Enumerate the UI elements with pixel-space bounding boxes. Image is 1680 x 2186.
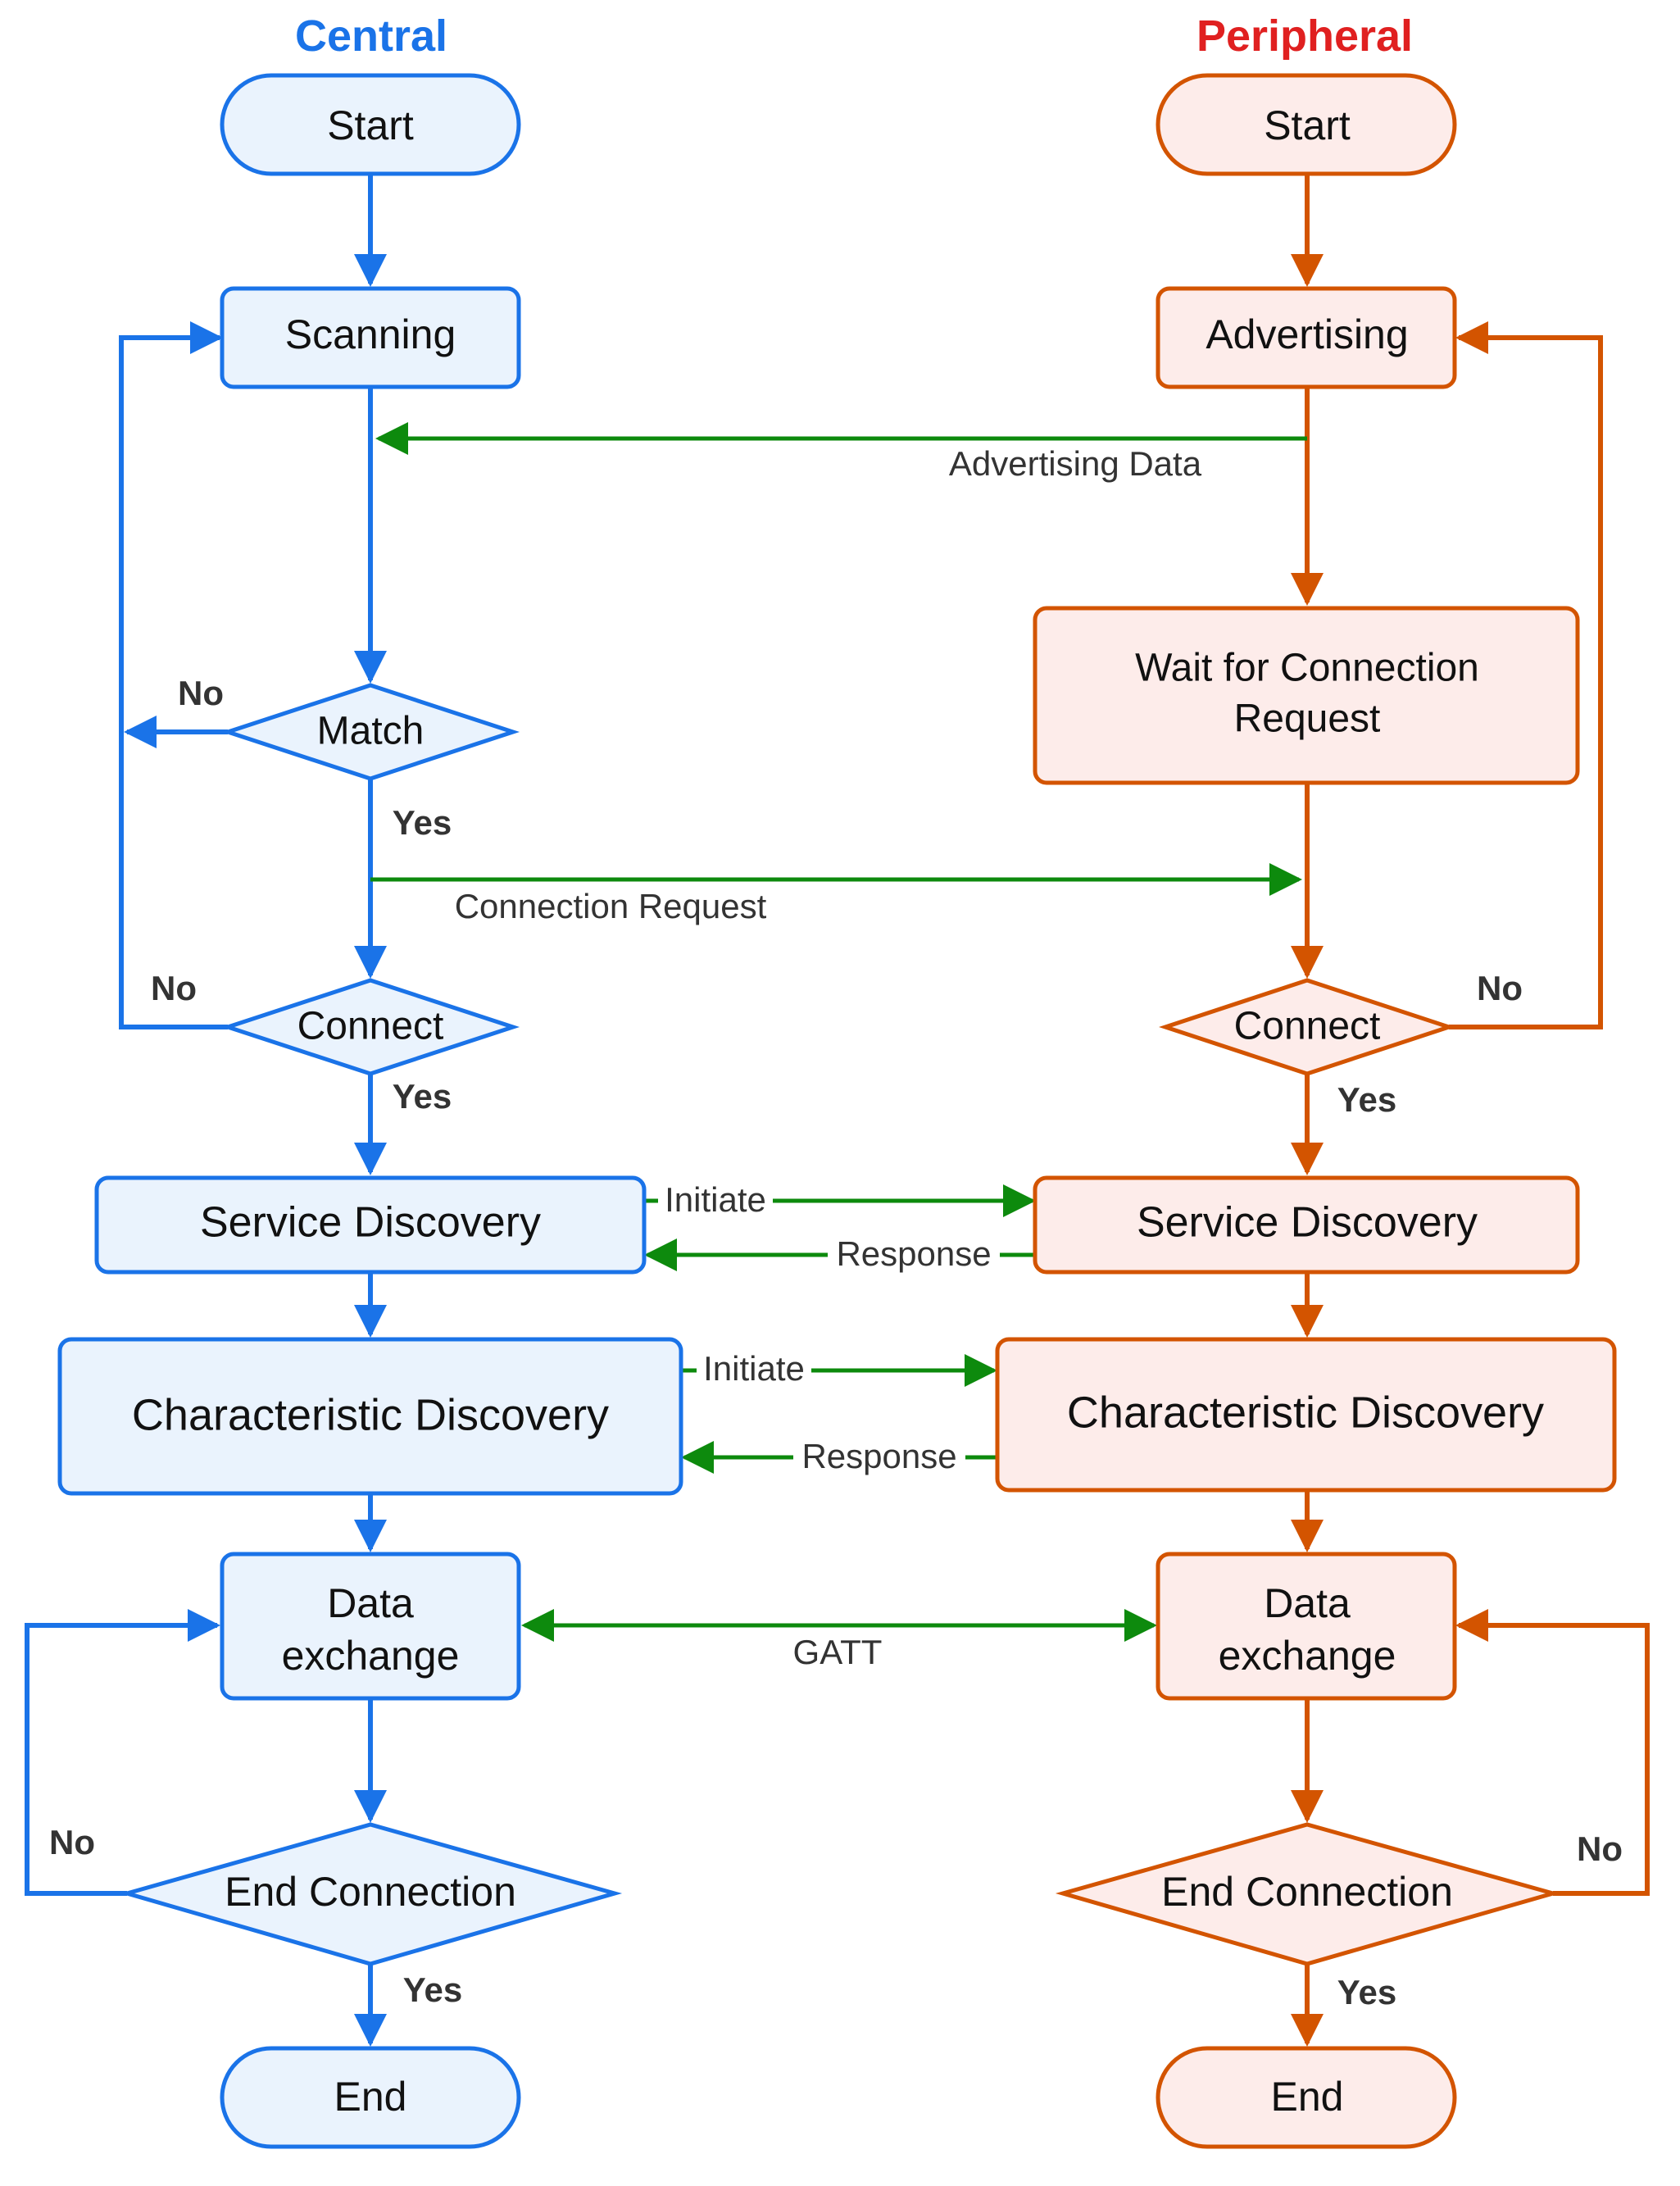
central-connect-decision: Connect: [220, 978, 520, 1076]
peripheral-wait-line1: Wait for Connection: [1135, 647, 1479, 690]
label-bg-service-initiate: [658, 1182, 773, 1218]
label-bg-service-response: [828, 1236, 1000, 1272]
peripheral-advertising-label: Advertising: [1206, 311, 1408, 357]
peripheral-start: Start: [1156, 73, 1457, 176]
central-end-connection-label: End Connection: [225, 1869, 516, 1915]
central-end-connection-decision: End Connection: [119, 1822, 623, 1966]
edge-peripheral-connect-no: [1449, 321, 1603, 1029]
message-label-advertising-data: Advertising Data: [949, 444, 1202, 483]
central-connect-no-label: No: [151, 969, 197, 1007]
message-label-service-initiate: Initiate: [665, 1180, 766, 1219]
label-bg-char-response: [793, 1439, 965, 1475]
central-connect-label: Connect: [297, 1005, 444, 1048]
central-scanning-label: Scanning: [285, 311, 456, 357]
peripheral-data-exchange: Data exchange: [1156, 1552, 1457, 1701]
message-label-char-initiate: Initiate: [703, 1349, 805, 1388]
peripheral-connect-no-label: No: [1477, 969, 1523, 1007]
central-endconn-yes-label: Yes: [403, 1970, 462, 2009]
peripheral-advertising: Advertising: [1156, 286, 1457, 389]
central-characteristic-discovery-label: Characteristic Discovery: [132, 1390, 609, 1439]
peripheral-start-label: Start: [1264, 102, 1351, 148]
peripheral-connect-yes-label: Yes: [1337, 1080, 1396, 1119]
edge-peripheral-endconn-no: [1455, 1609, 1650, 1896]
central-start: Start: [220, 73, 521, 176]
peripheral-service-discovery: Service Discovery: [1033, 1175, 1580, 1275]
central-end-label: End: [334, 2074, 407, 2120]
peripheral-end-label: End: [1271, 2074, 1344, 2120]
peripheral-end: End: [1156, 2046, 1457, 2149]
peripheral-endconn-yes-label: Yes: [1337, 1973, 1396, 2011]
message-label-connection-request: Connection Request: [455, 887, 767, 925]
peripheral-end-connection-label: End Connection: [1161, 1869, 1453, 1915]
peripheral-data-exchange-line1: Data: [1264, 1580, 1351, 1626]
message-label-gatt: GATT: [793, 1633, 883, 1671]
lane-title-peripheral: Peripheral: [1196, 11, 1413, 61]
message-label-char-response: Response: [801, 1437, 956, 1475]
peripheral-end-connection-decision: End Connection: [1055, 1822, 1561, 1966]
peripheral-characteristic-discovery: Characteristic Discovery: [995, 1337, 1617, 1493]
central-endconn-no-label: No: [49, 1823, 95, 1861]
edge-central-endconn-no: [25, 1609, 220, 1896]
peripheral-wait-for-connection: Wait for Connection Request: [1033, 606, 1580, 785]
central-data-exchange-line2: exchange: [282, 1633, 460, 1679]
central-service-discovery-label: Service Discovery: [200, 1199, 541, 1247]
central-data-exchange: Data exchange: [220, 1552, 521, 1701]
central-connect-yes-label: Yes: [393, 1077, 452, 1116]
peripheral-service-discovery-label: Service Discovery: [1137, 1199, 1478, 1247]
central-service-discovery: Service Discovery: [94, 1175, 647, 1275]
central-match-yes-label: Yes: [393, 803, 452, 842]
central-data-exchange-line1: Data: [327, 1580, 414, 1626]
lane-title-central: Central: [295, 11, 447, 61]
central-match-decision: Match: [220, 683, 520, 781]
central-end: End: [220, 2046, 521, 2149]
central-match-label: Match: [317, 710, 425, 753]
peripheral-wait-line2: Request: [1234, 698, 1381, 741]
central-match-no-label: No: [178, 674, 224, 712]
peripheral-endconn-no-label: No: [1577, 1829, 1623, 1868]
message-label-service-response: Response: [836, 1234, 991, 1273]
peripheral-data-exchange-line2: exchange: [1219, 1633, 1396, 1679]
peripheral-connect-decision: Connect: [1159, 978, 1455, 1076]
central-scanning: Scanning: [220, 286, 521, 389]
peripheral-characteristic-discovery-label: Characteristic Discovery: [1067, 1388, 1544, 1437]
edge-central-connect-no: [119, 321, 228, 1029]
label-bg-char-initiate: [697, 1352, 811, 1388]
central-characteristic-discovery: Characteristic Discovery: [57, 1337, 683, 1496]
central-start-label: Start: [327, 102, 414, 148]
peripheral-connect-label: Connect: [1234, 1005, 1381, 1048]
